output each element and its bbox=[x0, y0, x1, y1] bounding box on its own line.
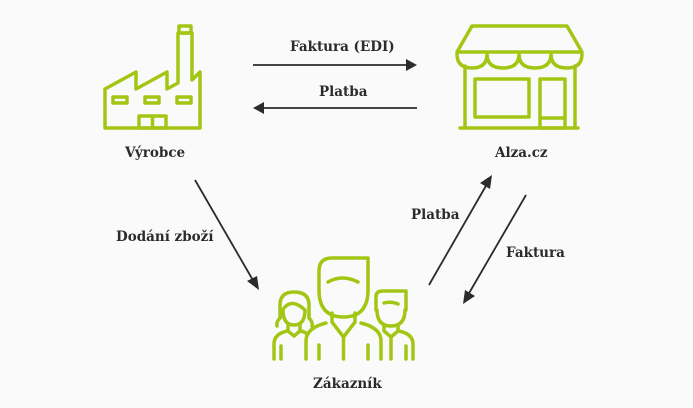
edge-label-manufacturer-to-retailer: Faktura (EDI) bbox=[290, 39, 395, 55]
people-group-icon bbox=[272, 256, 415, 361]
factory-icon bbox=[103, 24, 202, 130]
shop-icon bbox=[455, 24, 584, 130]
node-label-retailer: Alza.cz bbox=[495, 145, 548, 161]
node-label-manufacturer: Výrobce bbox=[125, 145, 186, 161]
edge-label-manufacturer-to-customer: Dodání zboží bbox=[116, 229, 214, 245]
edge-label-retailer-to-manufacturer: Platba bbox=[319, 84, 368, 100]
arrow-manufacturer-to-retailer bbox=[253, 59, 417, 71]
arrow-customer-to-retailer bbox=[428, 175, 492, 286]
arrow-retailer-to-manufacturer bbox=[253, 102, 417, 114]
arrow-manufacturer-to-customer bbox=[194, 179, 259, 290]
node-label-customer: Zákazník bbox=[313, 376, 382, 392]
edge-label-customer-to-retailer: Platba bbox=[411, 207, 460, 223]
edge-label-retailer-to-customer: Faktura bbox=[506, 245, 565, 261]
arrow-retailer-to-customer bbox=[463, 194, 527, 304]
